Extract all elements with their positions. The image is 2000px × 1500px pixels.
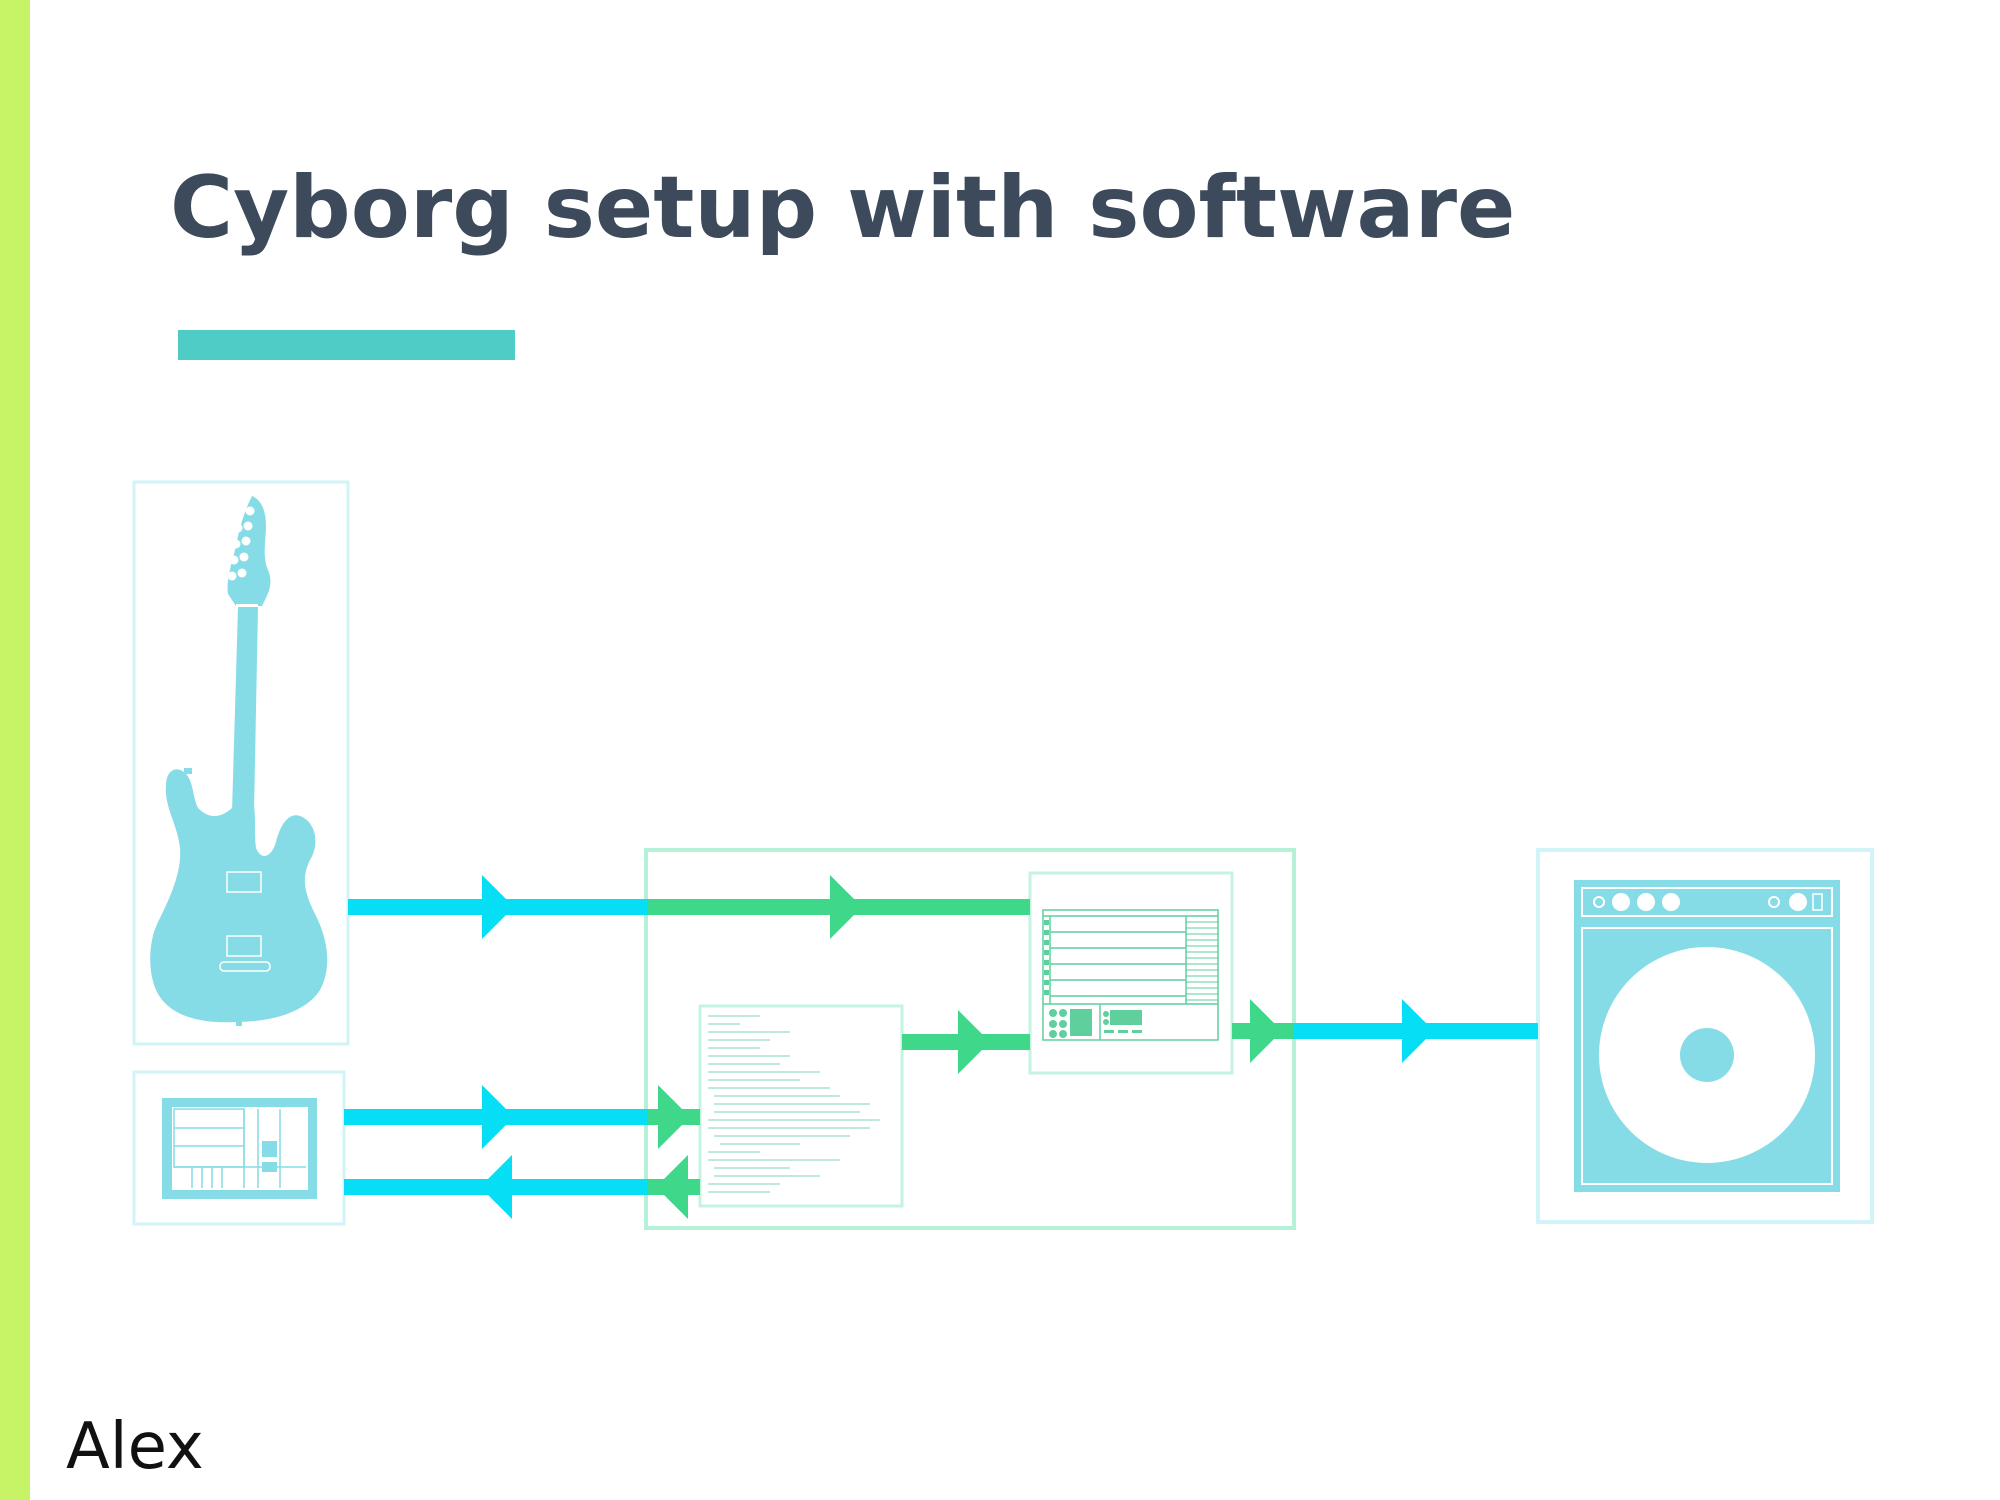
controller-node: [132, 1070, 346, 1226]
author-name: Alex: [66, 1410, 204, 1484]
editor-out-arrow: [656, 1155, 688, 1219]
tablet-controller-icon: [162, 1098, 317, 1199]
editor-in-arrow: [658, 1085, 690, 1149]
guitar-arrow-inside: [830, 875, 862, 939]
audio-plugin-window-icon: [1028, 871, 1234, 1075]
plugin-out-arrow: [1250, 999, 1282, 1063]
code-editor-window-icon: [698, 1004, 904, 1208]
signal-lines: [344, 875, 1538, 1219]
controller-in-arrow: [480, 1155, 512, 1219]
guitar-node: [132, 480, 350, 1046]
amp-input-arrow: [1402, 999, 1434, 1063]
speaker-amplifier-icon: [1574, 880, 1840, 1192]
accent-side-bar: [0, 0, 30, 1500]
title-underline: [178, 330, 515, 360]
editor-to-plugin-arrow: [958, 1010, 990, 1074]
electric-guitar-icon: [150, 496, 328, 1026]
guitar-arrow: [482, 875, 514, 939]
amplifier-node: [1536, 848, 1874, 1224]
page-title: Cyborg setup with software: [170, 158, 1516, 258]
controller-out-arrow: [482, 1085, 514, 1149]
